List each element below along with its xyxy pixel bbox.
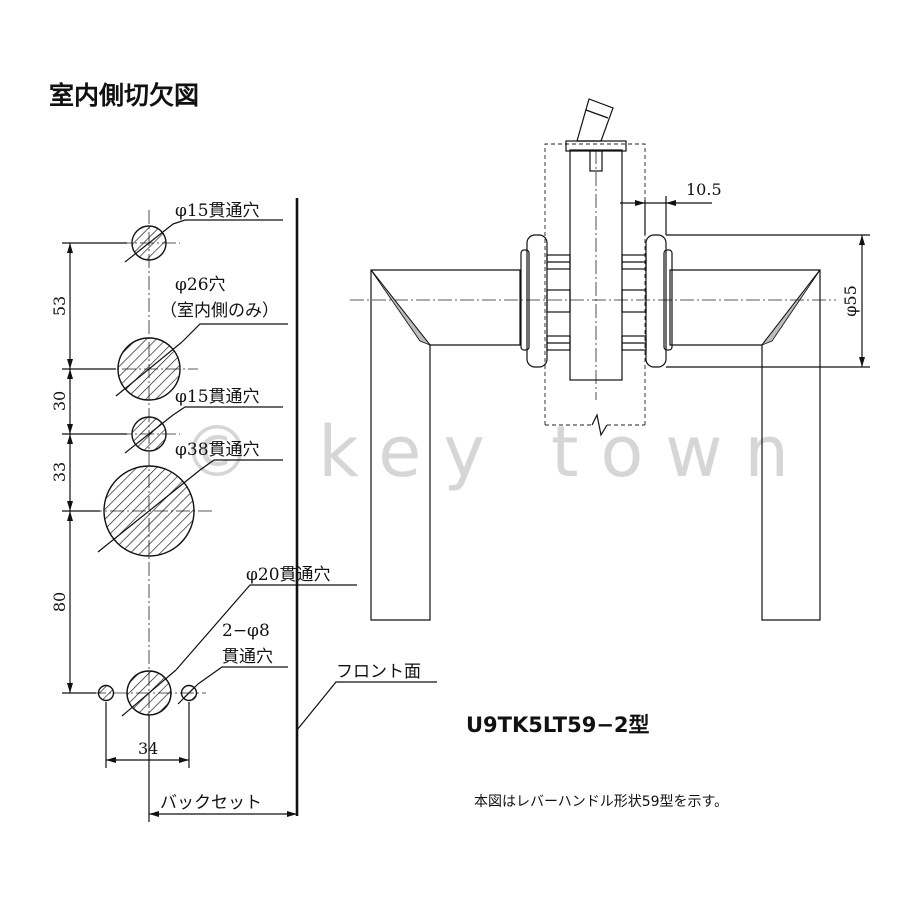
label-hole-15-top: φ15貫通穴 (175, 201, 260, 221)
label-hole-15-mid: φ15貫通穴 (175, 387, 260, 407)
label-backset: バックセット (160, 793, 262, 813)
watermark: © key town (182, 411, 811, 493)
model-name: U9TK5LT59−2型 (466, 713, 650, 737)
dim-10-5: 10.5 (686, 180, 722, 199)
label-hole-8-through: 貫通穴 (222, 647, 273, 667)
lever-handle-view (350, 98, 870, 621)
label-front-face: フロント面 (336, 662, 421, 682)
page-title: 室内側切欠図 (49, 81, 199, 110)
figure-note: 本図はレバーハンドル形状59型を示す。 (474, 794, 728, 810)
cutout-view (62, 198, 437, 822)
dim-phi-55: φ55 (841, 285, 860, 317)
hole-8-left (97, 684, 115, 702)
dim-33: 33 (50, 462, 69, 482)
dim-80: 80 (50, 592, 69, 612)
label-hole-26-note: （室内側のみ） (160, 301, 279, 321)
label-hole-26: φ26穴 (175, 275, 226, 295)
label-hole-38: φ38貫通穴 (175, 440, 260, 460)
dim-53: 53 (50, 296, 69, 316)
label-hole-8-count: 2−φ8 (222, 621, 270, 641)
dim-34: 34 (138, 739, 158, 758)
label-hole-20: φ20貫通穴 (246, 565, 331, 585)
dim-30: 30 (50, 391, 69, 411)
